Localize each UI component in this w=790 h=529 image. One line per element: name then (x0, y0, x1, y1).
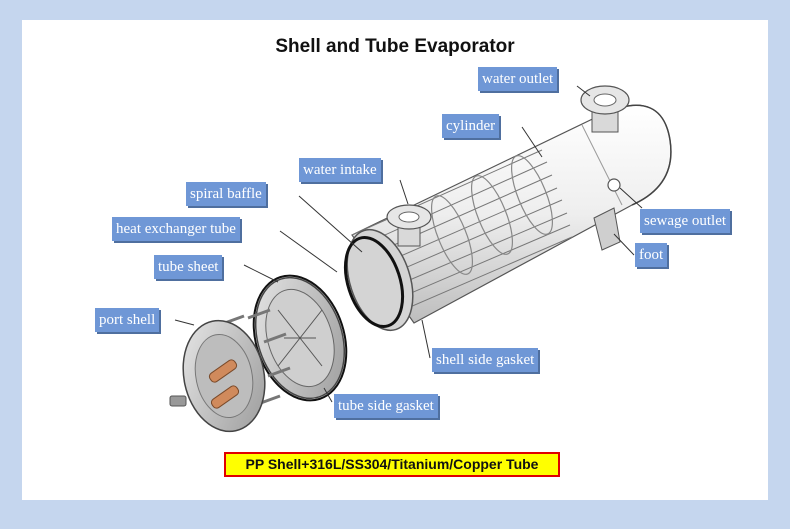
label-tube-sheet: tube sheet (154, 255, 223, 279)
label-port-shell: port shell (95, 308, 160, 332)
evaporator-illustration (169, 85, 672, 433)
port-shell-cap (169, 308, 291, 433)
copper-port-lower (210, 385, 240, 409)
water-outlet-nozzle (580, 85, 630, 133)
shell-flange (343, 228, 414, 332)
diagram-title: Shell and Tube Evaporator (275, 36, 515, 57)
water-intake-nozzle (386, 204, 432, 247)
shell-side-gasket-ring (343, 236, 405, 328)
label-heat-exchanger-tube: heat exchanger tube (112, 217, 240, 241)
label-tube-side-gasket: tube side gasket (334, 394, 438, 418)
label-cylinder: cylinder (442, 114, 500, 138)
cylinder-shell (351, 104, 672, 324)
label-water-intake: water intake (299, 158, 381, 182)
sewage-outlet-port (607, 178, 621, 192)
copper-port-upper (208, 359, 238, 383)
diagram-canvas: Shell and Tube Evaporator (22, 20, 768, 500)
bolt-piece (169, 395, 187, 407)
label-water-outlet: water outlet (478, 67, 558, 91)
label-foot: foot (635, 243, 668, 267)
tube-sheet-disk (252, 274, 348, 402)
label-spiral-baffle: spiral baffle (186, 182, 266, 206)
material-banner: PP Shell+316L/SS304/Titanium/Copper Tube (224, 452, 560, 477)
leader-lines (174, 85, 643, 403)
label-sewage-outlet: sewage outlet (640, 209, 731, 233)
foot-support (593, 207, 621, 251)
label-shell-side-gasket: shell side gasket (432, 348, 539, 372)
spiral-baffle (431, 155, 553, 275)
